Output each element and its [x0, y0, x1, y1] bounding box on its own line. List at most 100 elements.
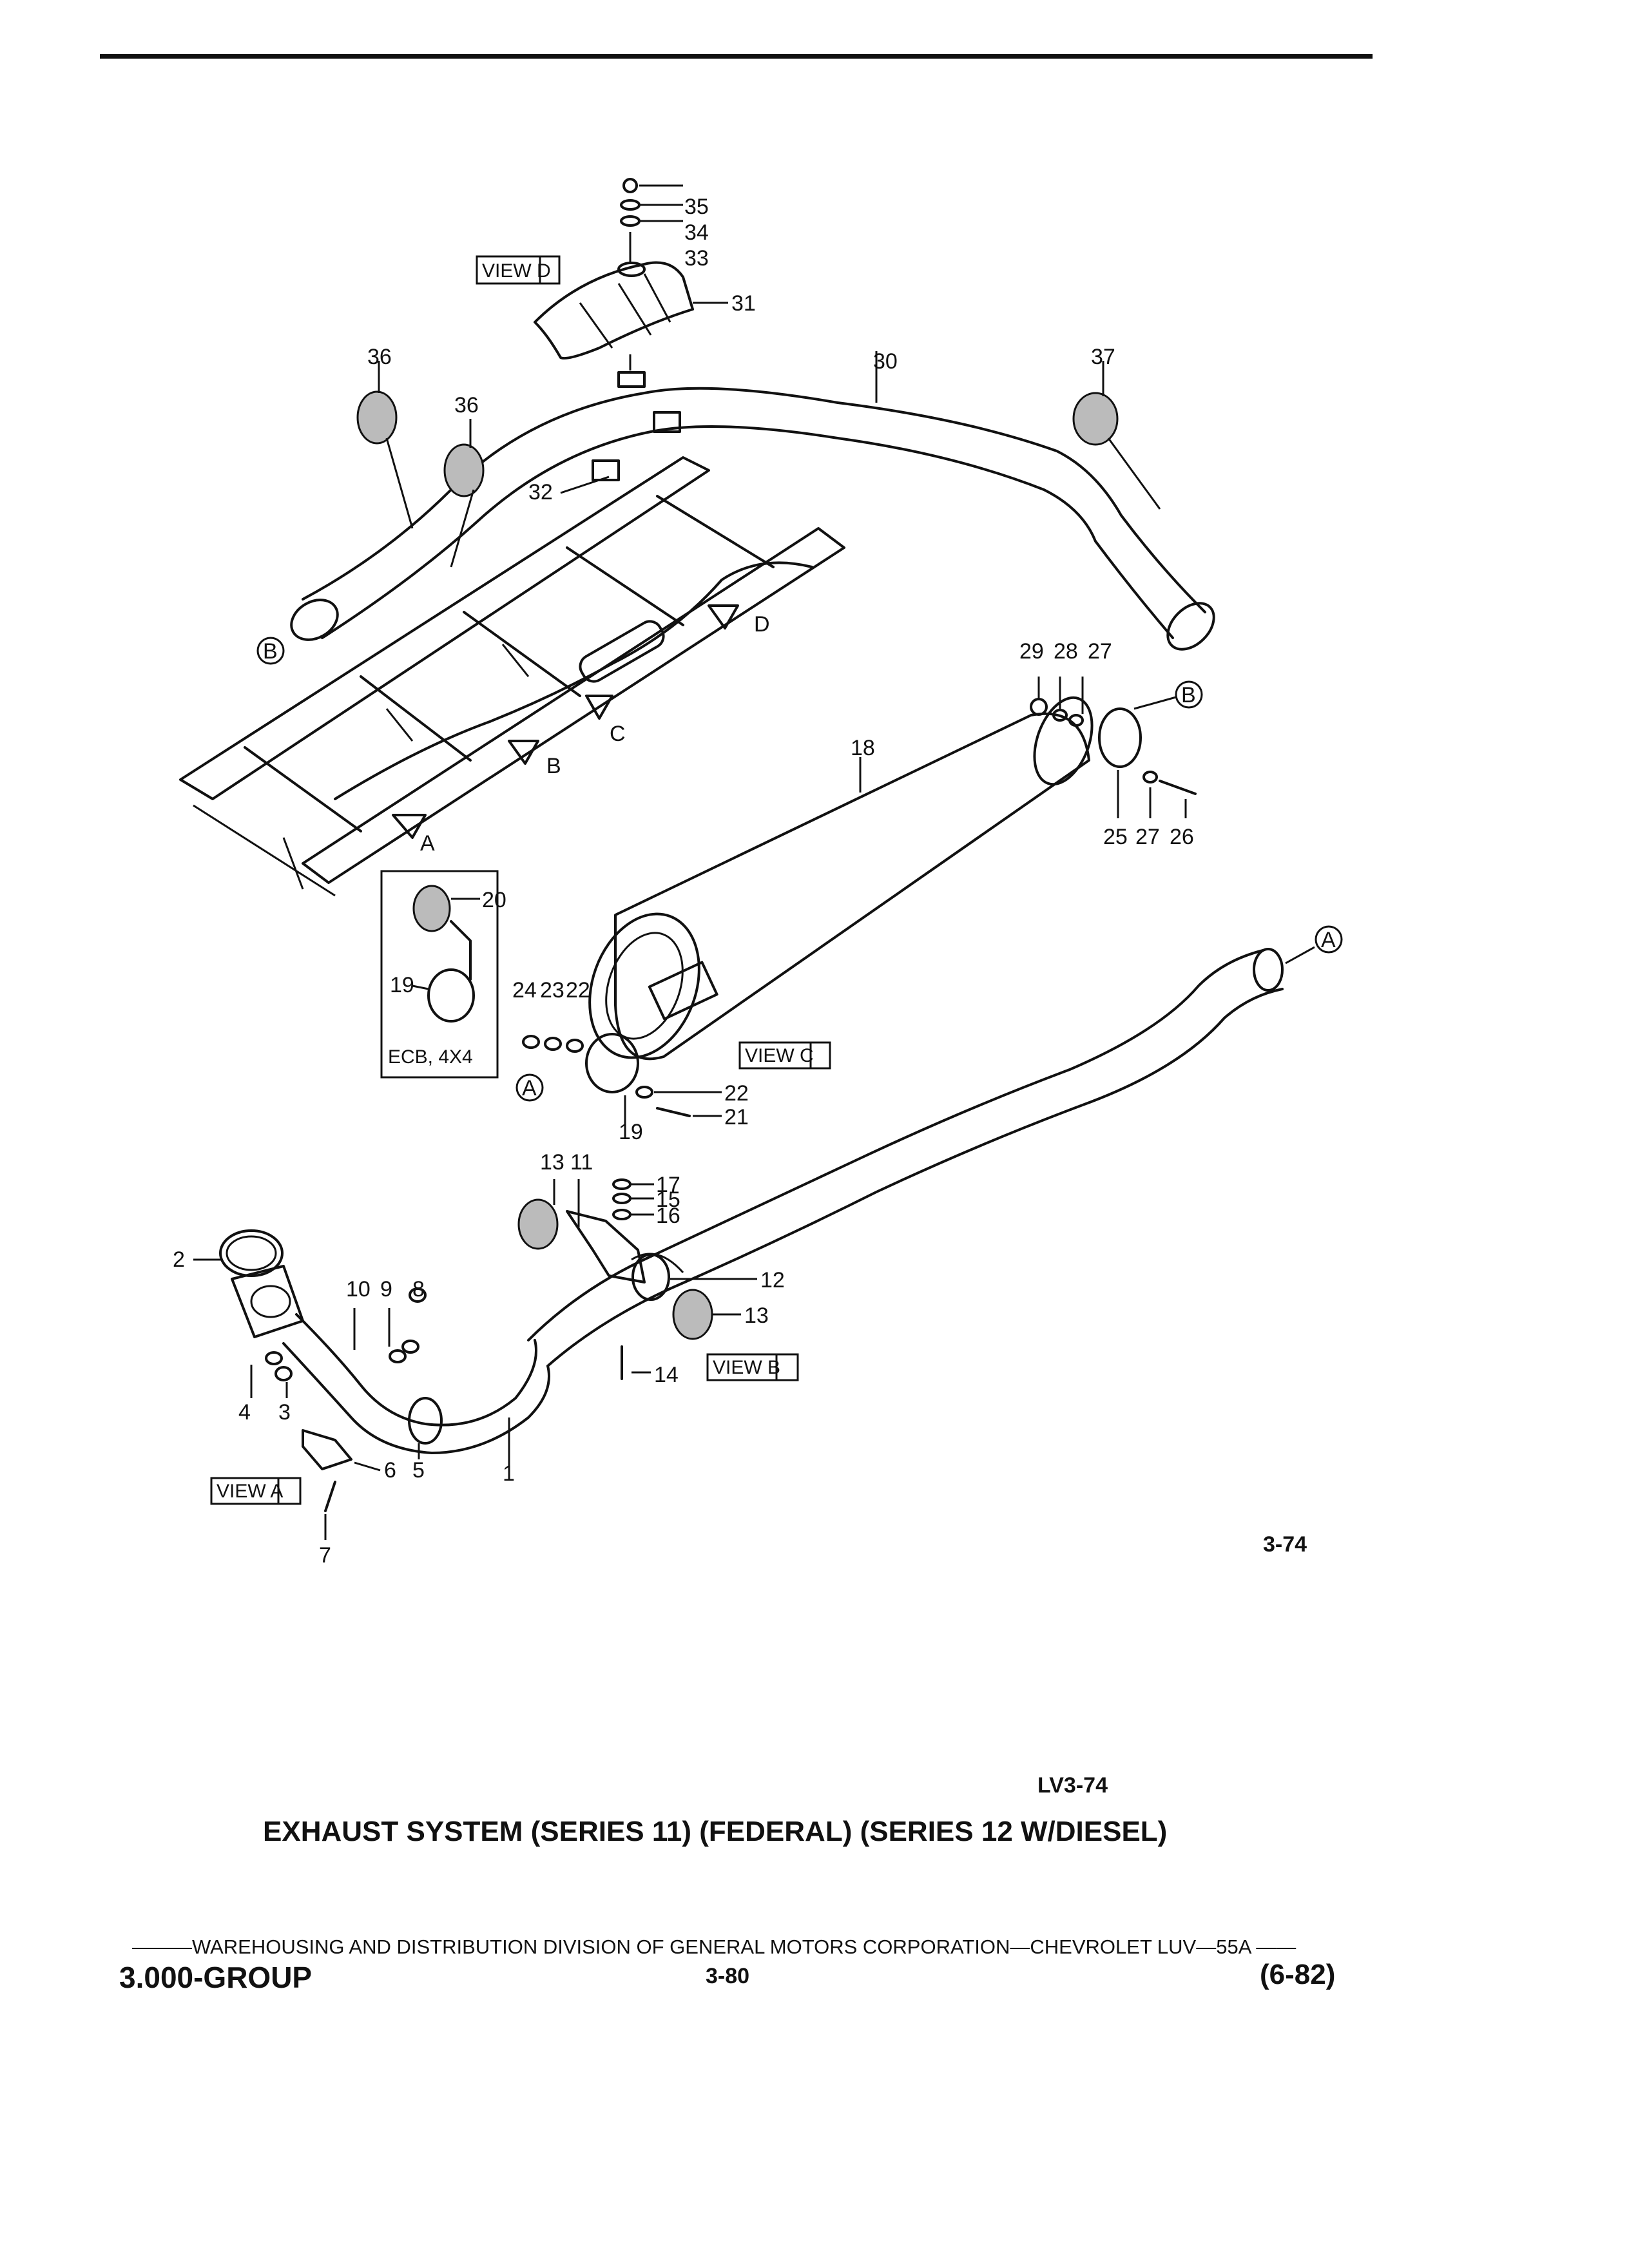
- callout-11: 11: [570, 1150, 593, 1175]
- hanger-36-rear: [356, 390, 398, 445]
- washer-27-top: [1068, 714, 1084, 727]
- gasket-2: [219, 1229, 284, 1277]
- clamp-19: [585, 1033, 639, 1093]
- clamp-19-inset: [427, 968, 475, 1023]
- hanger-13-lower: [672, 1289, 713, 1340]
- callout-21: 21: [724, 1105, 749, 1129]
- bracket-32: [653, 411, 681, 433]
- callout-36-front: 36: [454, 393, 479, 418]
- view-d-label: VIEW D: [482, 260, 551, 282]
- callout-12: 12: [760, 1268, 785, 1293]
- figure-id: LV3-74: [1037, 1773, 1108, 1798]
- view-d-label-box: [476, 255, 561, 285]
- clamp-25: [1098, 707, 1142, 768]
- callout-17: 17: [656, 1173, 680, 1197]
- callout-25: 25: [1103, 825, 1128, 849]
- intermediate-pipe-assembly: A VIEW B: [517, 925, 1343, 1381]
- inset-frame: [380, 870, 499, 1079]
- shield-stud-hole: [617, 262, 646, 277]
- callout-1: 1: [503, 1461, 515, 1486]
- nut-35: [622, 178, 638, 193]
- callout-32: 32: [528, 480, 553, 505]
- clamp-12: [631, 1253, 670, 1301]
- callout-26: 26: [1170, 825, 1194, 849]
- callout-30: 30: [873, 349, 898, 374]
- ecb-4x4-inset: ECB, 4X4: [380, 870, 584, 1079]
- arrow-d: [708, 604, 739, 629]
- front-pipe-1-upper: [295, 1313, 537, 1427]
- callout-19: 19: [619, 1120, 643, 1144]
- tail-pipe-30-upper: [302, 387, 1206, 613]
- callout-14: 14: [654, 1363, 679, 1387]
- washer-16: [612, 1209, 631, 1220]
- bolt-21: [656, 1107, 691, 1117]
- frame-muffler-outline: [579, 620, 665, 683]
- frame-exhaust-routing: [334, 561, 813, 800]
- intermediate-pipe-11-lower: [546, 988, 1284, 1367]
- callout-5: 5: [412, 1458, 425, 1483]
- washer-34: [620, 199, 641, 211]
- hanger-20: [412, 885, 451, 932]
- top-rule: [100, 54, 1373, 59]
- callout-13b: 13: [744, 1303, 769, 1328]
- footer-group: 3.000-GROUP: [119, 1961, 313, 1994]
- frame-rail-left: [179, 456, 710, 800]
- ref-a-muffler: A: [522, 1076, 537, 1100]
- heat-shield-assembly: VIEW D: [476, 178, 728, 388]
- callout-20: 20: [482, 888, 506, 912]
- view-a-label-box: [210, 1477, 302, 1505]
- callout-16: 16: [656, 1204, 680, 1228]
- hanger-37: [1072, 392, 1119, 446]
- bolt-7: [324, 1481, 336, 1512]
- footer-page-number: 3-80: [706, 1964, 750, 1988]
- callout-10: 10: [346, 1277, 371, 1302]
- inset-label: ECB, 4X4: [388, 1046, 473, 1068]
- callout-28: 28: [1054, 639, 1078, 664]
- muffler-inlet-end: [588, 912, 700, 1059]
- nut-8: [409, 1287, 427, 1303]
- flange-front-pipe: [231, 1265, 304, 1338]
- bracket-stud: [617, 371, 646, 388]
- washer-28: [1052, 709, 1068, 722]
- washer-22-inset: [566, 1039, 584, 1053]
- front-pipe-assembly: VIEW A: [193, 1229, 550, 1540]
- washer-22: [635, 1086, 653, 1099]
- callout-8: 8: [412, 1277, 425, 1302]
- ref-a-frame: A: [420, 831, 435, 856]
- hanger-36-front: [443, 443, 485, 497]
- washer-33: [620, 215, 641, 227]
- callout-numbers: 1 2 3 4 5 6 7 8 9 10 11 12 13 13 14 15 1…: [173, 195, 1194, 1568]
- washer-27-bottom: [1142, 771, 1158, 783]
- intermediate-pipe-outlet: [1253, 948, 1284, 992]
- washer-23: [544, 1037, 562, 1051]
- callout-18: 18: [851, 736, 875, 760]
- arrow-b: [508, 740, 539, 765]
- callout-33: 33: [684, 246, 709, 271]
- figure-number: 3-74: [1263, 1532, 1307, 1557]
- ref-circle-a-muffler: [516, 1073, 544, 1102]
- callout-15: 15: [656, 1187, 680, 1212]
- muffler-18-body: [614, 712, 1090, 1061]
- view-b-label-box: [706, 1353, 799, 1381]
- nut-24: [522, 1035, 540, 1049]
- ref-circle-a-pipe: [1315, 925, 1343, 954]
- ref-b-muffler: B: [1181, 683, 1196, 707]
- callout-29: 29: [1019, 639, 1044, 664]
- muffler-outlet-end: [1033, 696, 1094, 786]
- front-pipe-1-lower: [282, 1342, 550, 1454]
- tail-pipe-front-end: [290, 599, 339, 641]
- ref-d-frame: D: [754, 612, 770, 637]
- washer-15: [612, 1193, 631, 1204]
- frame-rail-right: [302, 527, 845, 884]
- arrow-a: [392, 814, 427, 839]
- bracket-11: [566, 1210, 646, 1283]
- figure-caption: EXHAUST SYSTEM (SERIES 11) (FEDERAL) (SE…: [263, 1816, 1168, 1847]
- footer-date: (6-82): [1260, 1959, 1336, 1990]
- view-c-label: VIEW C: [745, 1045, 814, 1066]
- view-a-label: VIEW A: [217, 1481, 283, 1502]
- washer-9: [401, 1340, 419, 1354]
- ref-a-pipe: A: [1321, 928, 1336, 952]
- footer-publisher-line: ———WAREHOUSING AND DISTRIBUTION DIVISION…: [132, 1936, 1296, 1958]
- callout-27-top: 27: [1088, 639, 1112, 664]
